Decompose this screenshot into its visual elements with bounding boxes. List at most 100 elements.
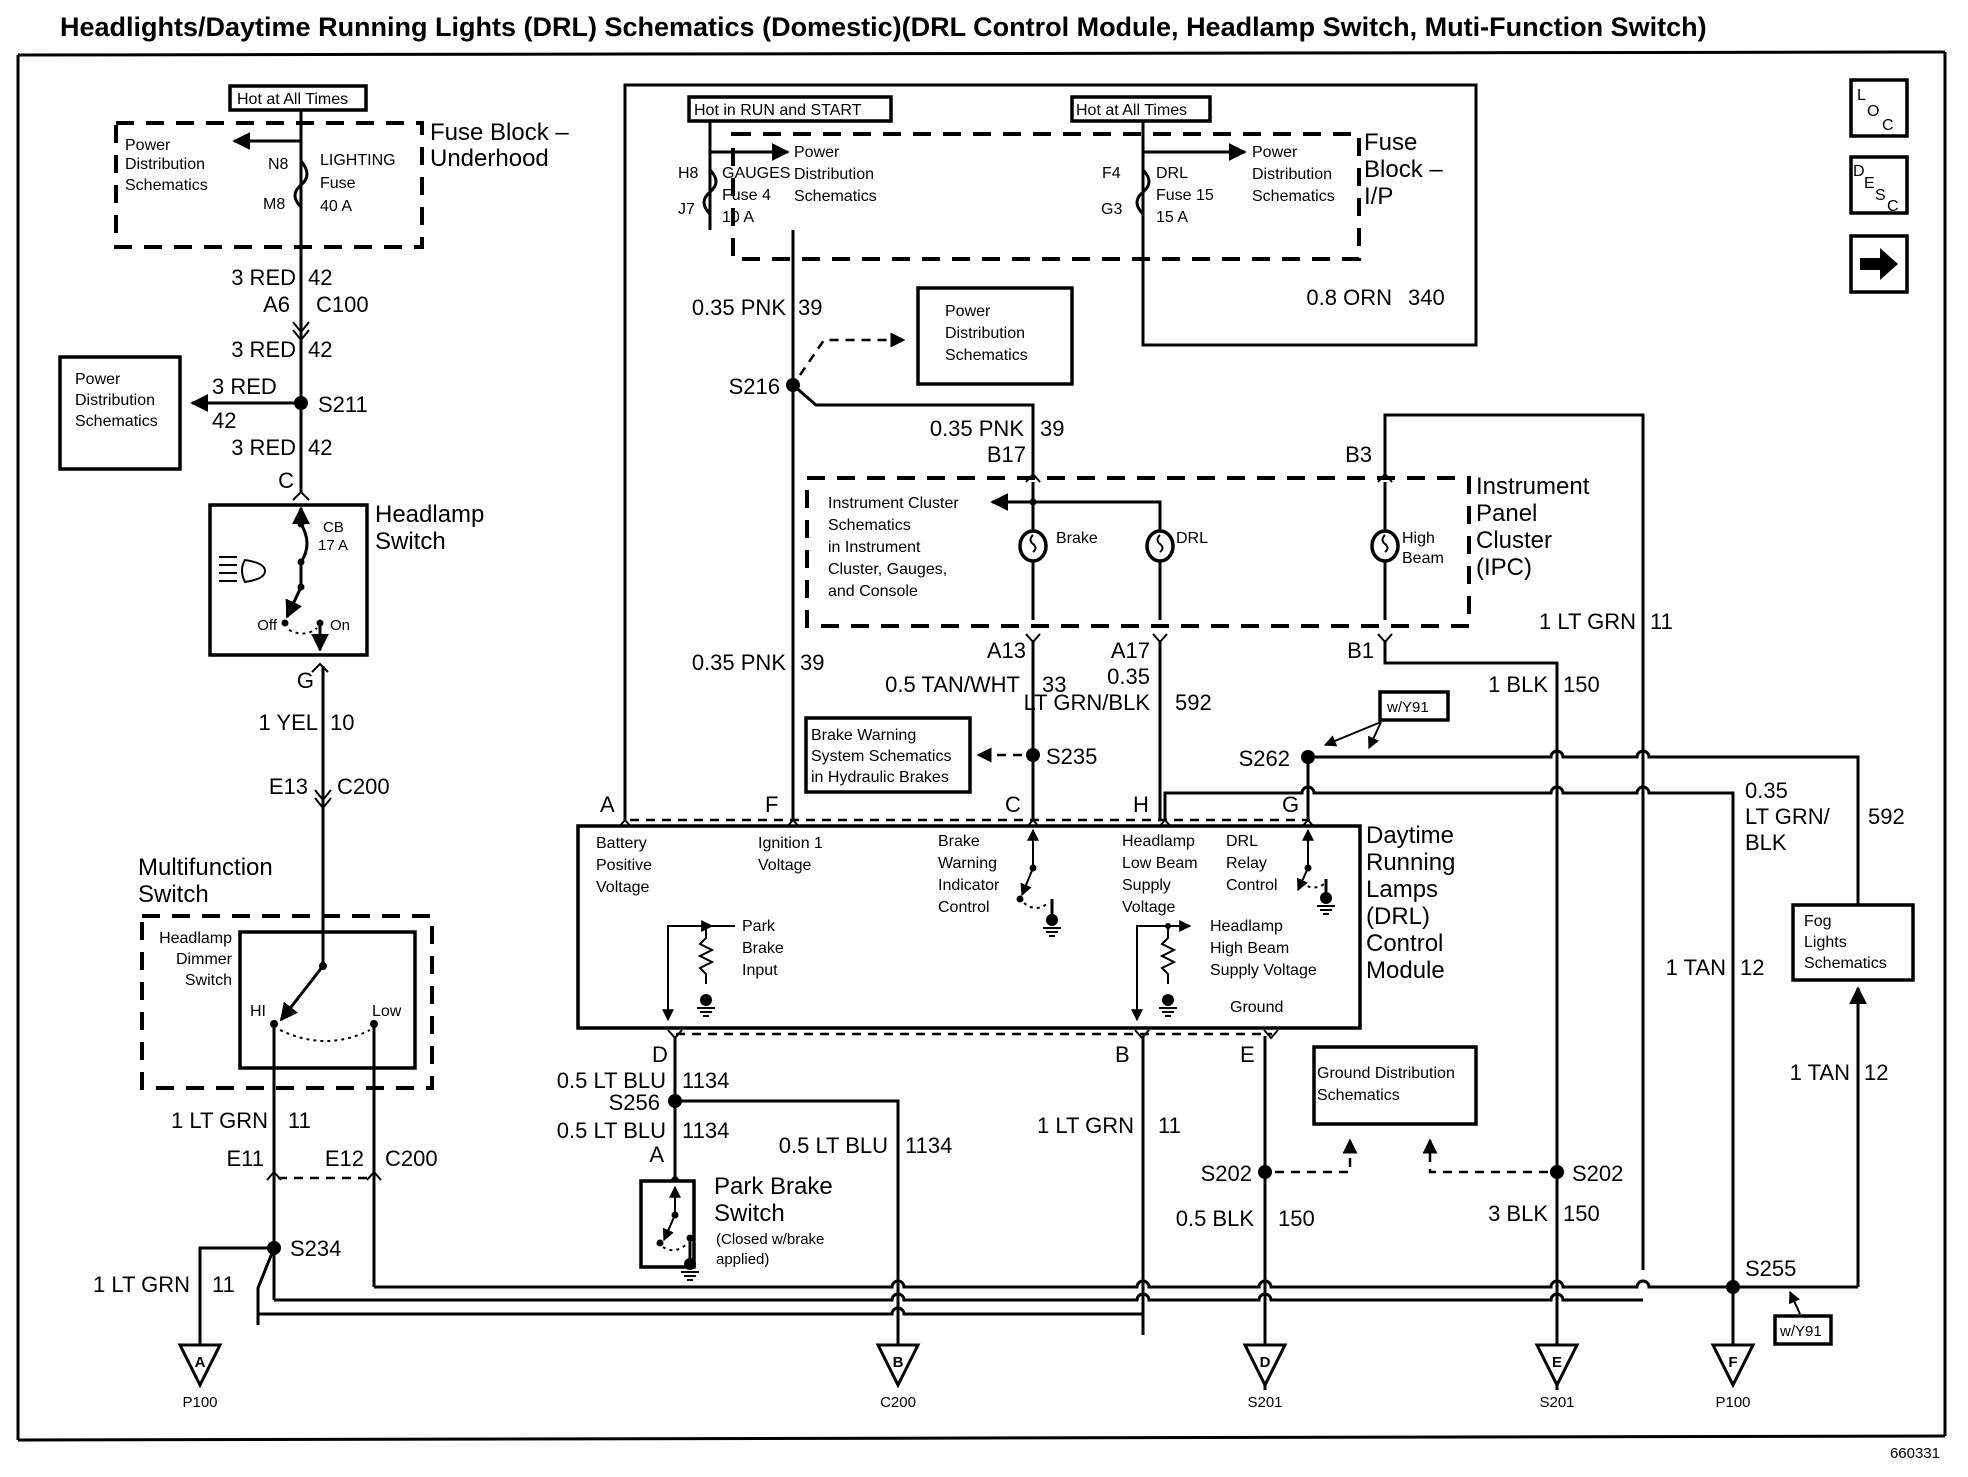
fog-lights-box[interactable] — [1791, 903, 1915, 982]
headlamp-switch[interactable]: Headlamp Switch CB 17 A Off On — [208, 501, 484, 657]
fuse-block-ip-dashed-border — [731, 132, 1361, 261]
wire-circuit: 11 — [288, 1108, 311, 1133]
wire-to-fog[interactable] — [1315, 749, 1867, 977]
park-brake-note: (Closed w/brake — [716, 1231, 824, 1248]
wire-label: 1 BLK — [1488, 672, 1548, 697]
power-dist-box-left[interactable] — [58, 355, 182, 471]
module-pin-g: G — [1282, 792, 1299, 817]
module-label: Brake — [938, 833, 980, 850]
option-tag-w-y91 — [1378, 690, 1450, 722]
box-label: Power — [945, 303, 991, 320]
module-label: Input — [742, 962, 778, 979]
module-label: DRL — [1226, 833, 1258, 850]
power-dist-label: Distribution — [794, 166, 874, 183]
wire-label: 3 BLK — [1488, 1201, 1548, 1226]
module-label: Voltage — [758, 857, 811, 874]
wire-label: 1 LT GRN — [93, 1272, 190, 1297]
fuse-label: 10 A — [722, 209, 754, 226]
cb-label: 17 A — [318, 537, 348, 554]
splice-label: S216 — [729, 374, 780, 399]
module-label: Ignition 1 — [758, 835, 823, 852]
wire-label: 0.35 — [1745, 778, 1788, 803]
fuse-block-ip-title: I/P — [1364, 183, 1393, 210]
headlamp-switch-title: Switch — [375, 528, 446, 555]
wire-bus-lt-grn-11-b[interactable] — [256, 1306, 1143, 1325]
multifunction-switch[interactable]: Multifunction Switch Headlamp Dimmer Swi… — [138, 854, 434, 1090]
hot-run-start-tag — [687, 95, 893, 123]
power-dist-box-mid[interactable] — [916, 286, 1074, 386]
power-dist-label: Power — [125, 137, 171, 154]
drl-module-title: Daytime — [1366, 822, 1454, 849]
wire-circuit: 39 — [800, 650, 824, 675]
pin-j7: J7 — [678, 201, 695, 218]
wire-bus-tan-12[interactable] — [374, 1279, 1858, 1289]
ground-dist-box[interactable] — [1312, 1045, 1478, 1126]
module-label: Positive — [596, 857, 652, 874]
off-page-letter: F — [1728, 1354, 1737, 1371]
splice-label: S262 — [1239, 746, 1290, 771]
power-dist-label: Schematics — [1252, 188, 1335, 205]
splice-s235[interactable] — [1026, 748, 1040, 762]
connector-pin: E13 — [269, 774, 308, 799]
ipc-title: Cluster — [1476, 527, 1552, 554]
desc-icon[interactable]: D E S C — [1849, 155, 1909, 215]
wire-circuit: 42 — [308, 265, 332, 290]
wire-bus-lt-grn-11[interactable] — [274, 1292, 1643, 1302]
box-label: in Hydraulic Brakes — [811, 769, 949, 786]
wire-circuit: 39 — [798, 295, 822, 320]
instrument-panel-cluster[interactable]: Instrument Panel Cluster (IPC) Instrumen… — [805, 473, 1590, 628]
power-dist-label: Schematics — [794, 188, 877, 205]
wire-circuit: 150 — [1563, 672, 1600, 697]
resistor-icon — [1159, 926, 1177, 984]
wire-circuit: 150 — [1563, 1201, 1600, 1226]
wire-label: 1 LT GRN — [1539, 609, 1636, 634]
connector-id: C100 — [316, 292, 369, 317]
off-page-ref: P100 — [1715, 1394, 1750, 1411]
option-label: w/Y91 — [1386, 699, 1429, 716]
wire-label: 3 RED — [231, 265, 296, 290]
box-label: Power — [75, 371, 121, 388]
off-page-letter: E — [1552, 1354, 1562, 1371]
ground-icon — [1162, 994, 1174, 1006]
off-page-ref: C200 — [880, 1394, 916, 1411]
wire-circuit: 592 — [1175, 690, 1212, 715]
box-label: Schematics — [75, 413, 158, 430]
wire-blk-150[interactable] — [1383, 640, 1559, 1180]
switch-off-label: Off — [257, 617, 278, 634]
ipc-ref-label: Instrument Cluster — [828, 495, 959, 512]
next-arrow-icon[interactable] — [1849, 234, 1909, 294]
wire-pnk-39-ipc[interactable] — [792, 383, 1035, 478]
wire-lt-blu-1134-c200[interactable] — [675, 1099, 900, 1360]
wire-circuit: 11 — [1650, 609, 1673, 634]
wire-battery-feed[interactable] — [623, 83, 1478, 820]
park-brake-switch[interactable]: Park Brake Switch (Closed w/brake applie… — [639, 1173, 833, 1281]
fuse-label: Fuse 15 — [1156, 187, 1214, 204]
brake-warning-box[interactable] — [804, 716, 972, 794]
wire-label: 0.35 — [1107, 664, 1150, 689]
off-page-connector-f[interactable]: F P100 — [1710, 1343, 1756, 1411]
fuse-block-ip-title: Fuse — [1364, 129, 1417, 156]
wire-circuit: 11 — [1158, 1113, 1181, 1138]
loc-icon[interactable]: L O C — [1849, 78, 1909, 138]
headlamp-icon — [219, 556, 267, 584]
module-label: Park — [742, 918, 776, 935]
multifunction-title: Switch — [138, 881, 209, 908]
module-label: Headlamp — [1210, 918, 1283, 935]
connector-pin: A6 — [263, 292, 290, 317]
connector-c100-symbol — [292, 321, 310, 342]
power-dist-label: Distribution — [1252, 166, 1332, 183]
wire-circuit: 1134 — [905, 1133, 952, 1158]
drl-indicator-bulb-icon — [1145, 529, 1175, 563]
connector-id: C200 — [337, 774, 390, 799]
wire-label: LT GRN/ — [1745, 804, 1831, 829]
wire-tan-12[interactable] — [1163, 785, 1735, 1287]
splice-s202-left[interactable] — [1258, 1165, 1272, 1179]
wire-lt-grn-11-high-beam[interactable] — [1383, 413, 1645, 1270]
drl-control-module[interactable]: Daytime Running Lamps (DRL) Control Modu… — [576, 822, 1455, 1030]
dimmer-label: Dimmer — [176, 951, 233, 968]
drl-module-title: Lamps — [1366, 876, 1438, 903]
